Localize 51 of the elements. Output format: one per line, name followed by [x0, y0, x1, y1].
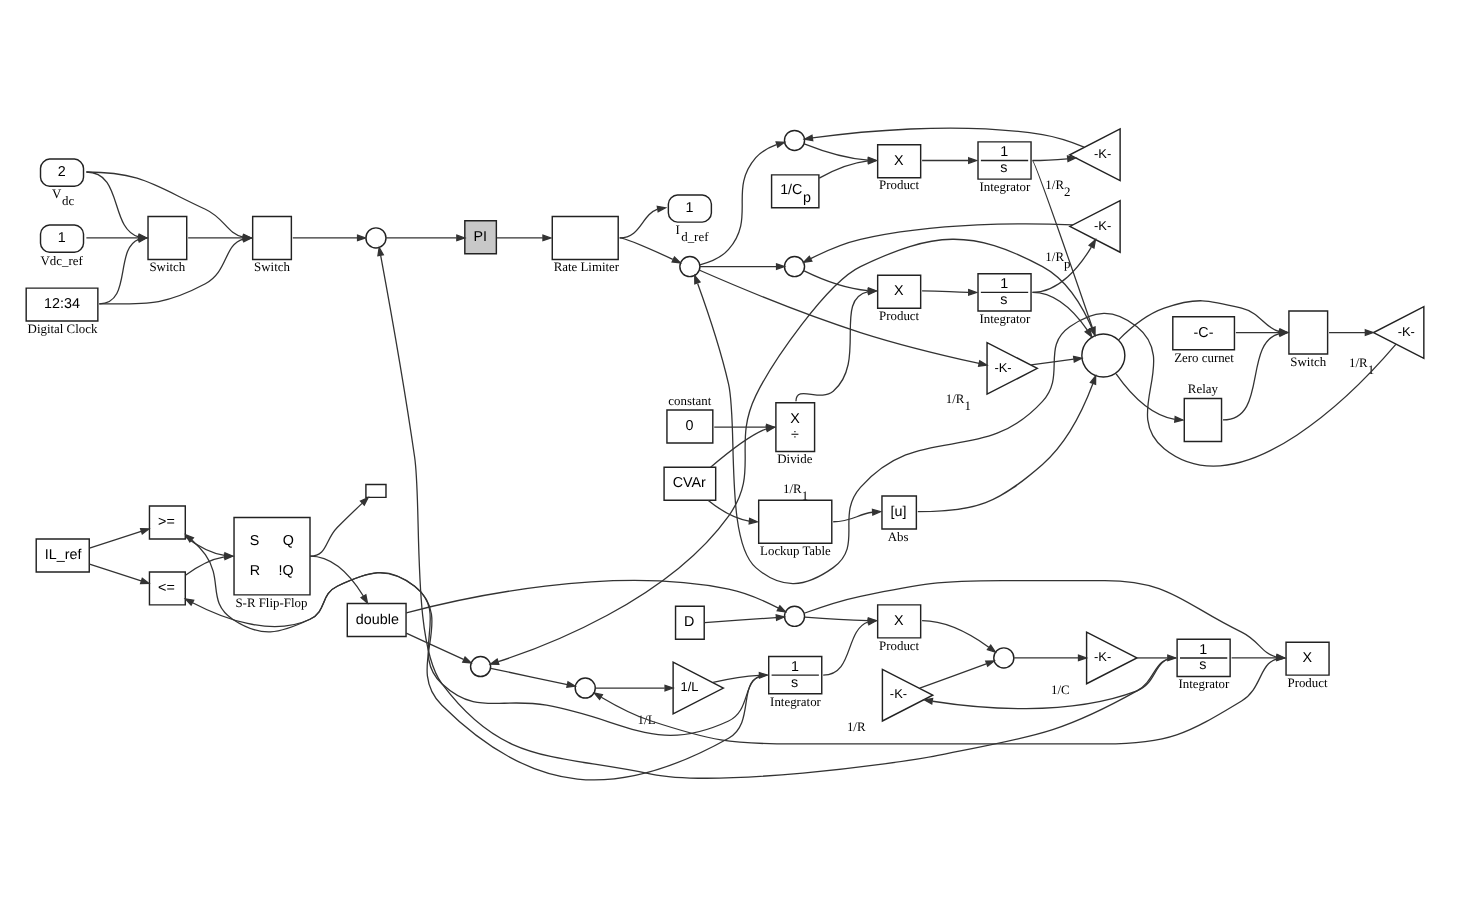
arrow [921, 287, 979, 295]
node-circle [365, 226, 387, 248]
arrow [801, 222, 1074, 263]
node-circle [1081, 332, 1126, 377]
arrow [921, 619, 997, 653]
node-circle [574, 676, 596, 698]
arrow [1013, 653, 1089, 661]
arrow [703, 612, 787, 623]
arrow [917, 373, 1097, 512]
arrow [1115, 372, 1185, 422]
node-box [757, 498, 833, 543]
arrow [919, 659, 996, 688]
arrow [832, 507, 883, 522]
node-circle [783, 604, 806, 627]
arrow [1031, 154, 1078, 162]
arrow [1328, 327, 1376, 336]
node-circle [993, 646, 1015, 668]
arrow [594, 683, 675, 691]
arrow [619, 204, 668, 238]
arrow [619, 236, 683, 263]
node-box [147, 214, 188, 260]
node-circle [783, 254, 806, 277]
node-box [1288, 309, 1329, 354]
node-box [551, 214, 619, 260]
node-box [251, 214, 293, 260]
arrow [1031, 290, 1093, 338]
arrow [309, 554, 369, 604]
node-circle [783, 128, 806, 151]
node-circle [469, 654, 492, 677]
node-box [1183, 396, 1223, 442]
arrow [405, 631, 473, 663]
arrow [922, 656, 1177, 709]
arrow [694, 272, 1397, 584]
arrow [921, 155, 979, 164]
arrow [385, 233, 467, 241]
arrow [496, 233, 553, 241]
arrow [699, 140, 787, 265]
arrow [699, 261, 787, 270]
arrow [802, 126, 1085, 147]
node-circle [679, 254, 701, 277]
arrow [309, 495, 370, 556]
arrow [1031, 237, 1097, 293]
arrow [490, 666, 578, 688]
arrow [292, 233, 368, 241]
arrow [707, 498, 760, 524]
arrow [405, 578, 788, 613]
arrow [698, 268, 989, 366]
arrow [1030, 354, 1084, 365]
arrow [88, 527, 151, 548]
node-box [365, 482, 387, 498]
arrow [88, 562, 151, 584]
